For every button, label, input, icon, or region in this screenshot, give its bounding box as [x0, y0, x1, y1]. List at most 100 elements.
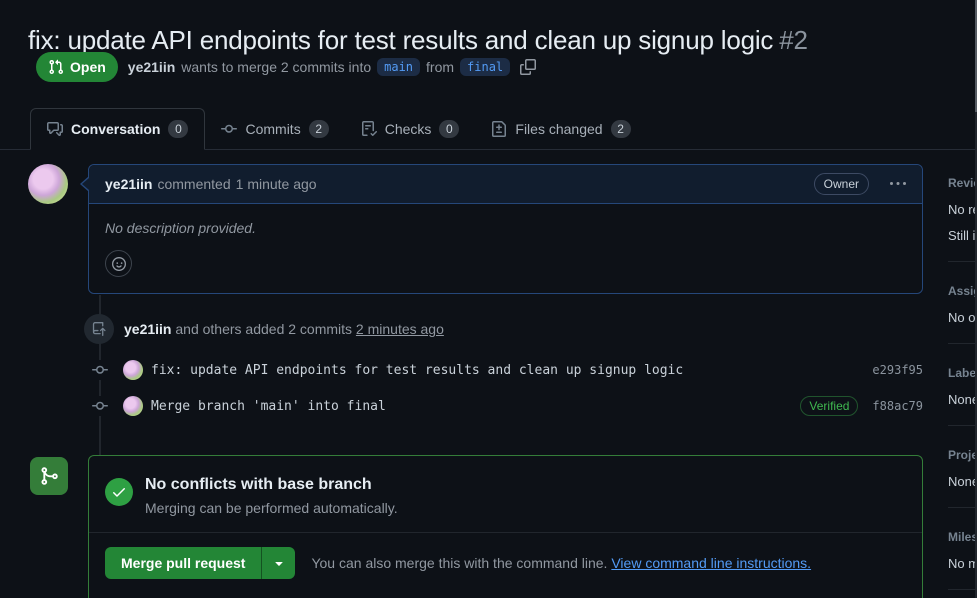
comment-author-link[interactable]: ye21iin [105, 176, 153, 192]
smiley-icon [111, 256, 126, 271]
tab-commits-label: Commits [245, 121, 301, 137]
tab-files-changed[interactable]: Files changed 2 [475, 108, 646, 150]
git-commit-icon [221, 121, 238, 137]
comment-action: commented [157, 176, 231, 192]
comment-options-button[interactable] [890, 176, 906, 192]
tab-commits-count: 2 [308, 120, 329, 138]
pr-description-comment: ye21iin commented 1 minute ago Owner No … [80, 164, 923, 294]
commit-row: fix: update API endpoints for test resul… [88, 360, 923, 380]
tab-files-changed-label: Files changed [515, 121, 603, 137]
milestone-heading: Milestone [948, 530, 977, 544]
sidebar-section-labels: Labels None yet [948, 366, 977, 407]
committer-avatar[interactable] [123, 360, 143, 380]
merge-actions-section: Merge pull request You can also merge th… [89, 532, 922, 593]
sidebar-section-milestone: Milestone No milestone [948, 530, 977, 571]
pr-meta-row: Open ye21iin wants to merge 2 commits in… [36, 52, 537, 82]
labels-heading: Labels [948, 366, 977, 380]
copy-icon [520, 59, 537, 75]
owner-badge: Owner [813, 173, 869, 195]
comment-header: ye21iin commented 1 minute ago Owner [80, 165, 922, 204]
commits-added-event: ye21iin and others added 2 commits 2 min… [84, 314, 444, 344]
pr-state-label: Open [70, 59, 106, 75]
sidebar-section-assignees: Assignees No one— assign yourself [948, 284, 977, 325]
sidebar-divider [948, 507, 977, 508]
git-commit-icon [92, 396, 108, 416]
sidebar-section-reviewers: Reviewers No reviews Still in progress? … [948, 176, 977, 243]
cli-instructions-link[interactable]: View command line instructions. [611, 555, 812, 571]
projects-heading: Projects [948, 448, 977, 462]
pr-author-link[interactable]: ye21iin [127, 59, 176, 75]
merge-pull-request-button[interactable]: Merge pull request [105, 547, 262, 579]
tab-checks[interactable]: Checks 0 [345, 108, 476, 150]
reviewers-empty-text: No reviews [948, 202, 977, 217]
base-branch-label[interactable]: main [377, 58, 421, 76]
pr-sidebar: Reviewers No reviews Still in progress? … [948, 176, 977, 598]
comment-text: No description provided. [105, 220, 256, 236]
kebab-icon [890, 176, 906, 192]
tab-conversation[interactable]: Conversation 0 [30, 108, 206, 150]
comment-discussion-icon [47, 121, 63, 137]
merge-status-section: No conflicts with base branch Merging ca… [89, 456, 922, 532]
tab-conversation-label: Conversation [71, 121, 161, 137]
add-reaction-button[interactable] [105, 250, 132, 277]
event-author-link[interactable]: ye21iin [124, 321, 172, 337]
merge-status-subtitle: Merging can be performed automatically. [145, 500, 398, 516]
committer-avatar[interactable] [123, 396, 143, 416]
tab-checks-count: 0 [439, 120, 460, 138]
commit-row: Merge branch 'main' into final Verified … [88, 396, 923, 416]
tab-conversation-count: 0 [168, 120, 189, 138]
pr-number: #2 [779, 25, 808, 56]
pr-title-text: fix: update API endpoints for test resul… [28, 25, 774, 56]
file-diff-icon [491, 121, 507, 137]
sidebar-divider [948, 425, 977, 426]
sidebar-divider [948, 261, 977, 262]
commit-sha-link[interactable]: e293f95 [872, 363, 923, 377]
pr-state-badge: Open [36, 52, 118, 82]
tab-checks-label: Checks [384, 121, 432, 137]
pr-merge-text: wants to merge 2 commits into [181, 59, 372, 75]
pr-tab-list: Conversation 0 Commits 2 Checks 0 Files … [30, 108, 647, 150]
tab-files-changed-count: 2 [610, 120, 631, 138]
check-icon [105, 478, 133, 506]
pr-title: fix: update API endpoints for test resul… [28, 25, 968, 56]
convert-to-draft-text[interactable]: Still in progress? Convert to draft [948, 228, 977, 243]
scrollbar-track[interactable] [975, 0, 977, 598]
merge-button-group: Merge pull request [105, 547, 296, 579]
comment-timestamp[interactable]: 1 minute ago [235, 176, 317, 192]
commit-sha-link[interactable]: f88ac79 [872, 399, 923, 413]
merge-status-title: No conflicts with base branch [145, 476, 372, 493]
labels-empty-text: None yet [948, 392, 977, 407]
from-word: from [426, 59, 455, 75]
git-pull-request-icon [48, 59, 64, 75]
git-commit-icon [92, 360, 108, 380]
sidebar-section-projects: Projects None yet [948, 448, 977, 489]
event-time-link[interactable]: 2 minutes ago [355, 321, 444, 337]
assignees-empty-text[interactable]: No one— assign yourself [948, 310, 977, 325]
copy-branch-button[interactable] [520, 59, 537, 75]
pr-tabs: Conversation 0 Commits 2 Checks 0 Files … [0, 108, 977, 150]
merge-options-button[interactable] [261, 547, 296, 579]
scrollbar-thumb[interactable] [975, 0, 977, 112]
assignees-heading: Assignees [948, 284, 977, 298]
tab-commits[interactable]: Commits 2 [205, 108, 344, 150]
git-merge-icon [30, 457, 68, 495]
head-branch-label[interactable]: final [460, 58, 511, 76]
commit-message-link[interactable]: fix: update API endpoints for test resul… [151, 362, 684, 378]
projects-empty-text: None yet [948, 474, 977, 489]
reviewers-heading: Reviewers [948, 176, 977, 190]
event-text: ye21iin and others added 2 commits 2 min… [124, 321, 444, 337]
author-avatar[interactable] [28, 164, 68, 204]
sidebar-divider [948, 343, 977, 344]
merge-status-box: No conflicts with base branch Merging ca… [88, 455, 923, 598]
cli-merge-sentence: You can also merge this with the command… [311, 555, 608, 571]
triangle-down-icon [271, 555, 287, 571]
sidebar-divider [948, 589, 977, 590]
pr-merge-summary: ye21iin wants to merge 2 commits into ma… [127, 58, 537, 76]
checklist-icon [361, 121, 377, 137]
milestone-empty-text: No milestone [948, 556, 977, 571]
repo-push-icon [84, 314, 114, 344]
verified-badge[interactable]: Verified [800, 396, 859, 416]
commit-message-link[interactable]: Merge branch 'main' into final [151, 398, 386, 414]
cli-merge-text: You can also merge this with the command… [311, 555, 811, 571]
